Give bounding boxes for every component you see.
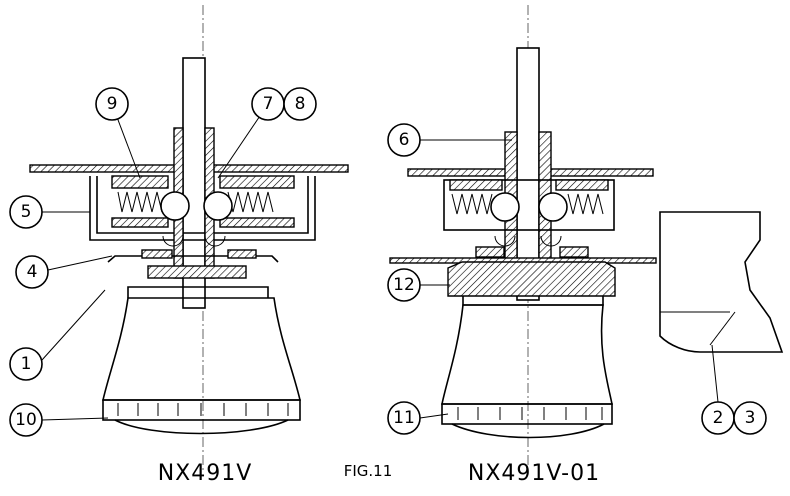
- left-spring-l: [117, 191, 163, 213]
- left-detent-l: [162, 235, 184, 247]
- right-model-caption: NX491V-01: [468, 461, 600, 486]
- right-retainer-r: [555, 179, 609, 191]
- callout-11: 11: [387, 401, 421, 435]
- side-detail-diag: [709, 311, 736, 346]
- callout-3: 3: [733, 401, 767, 435]
- svg-text:5: 5: [21, 202, 32, 222]
- left-knob-rim: [102, 399, 301, 421]
- svg-text:12: 12: [393, 275, 415, 295]
- right-detent-r: [540, 235, 562, 247]
- svg-text:6: 6: [399, 130, 410, 150]
- callout-4: 4: [15, 255, 49, 289]
- callout-10: 10: [9, 403, 43, 437]
- left-cup-housing: [89, 176, 316, 241]
- callout-6: 6: [387, 123, 421, 157]
- right-ring-a: [475, 246, 505, 258]
- left-ball-r: [203, 191, 233, 221]
- svg-text:2: 2: [713, 408, 724, 428]
- left-retainer-br: [219, 217, 295, 228]
- callout-12: 12: [387, 268, 421, 302]
- left-retainer-r: [219, 175, 295, 189]
- right-knob-rim: [441, 403, 613, 425]
- svg-text:8: 8: [295, 94, 306, 114]
- svg-text:1: 1: [21, 354, 32, 374]
- right-retainer-l: [449, 179, 503, 191]
- side-detail: [659, 211, 784, 353]
- left-retainer-l: [111, 175, 169, 189]
- callout-1: 1: [9, 347, 43, 381]
- right-spring-l: [451, 193, 493, 215]
- svg-text:10: 10: [15, 410, 37, 430]
- right-housing: [443, 179, 615, 231]
- right-ball-r: [538, 192, 568, 222]
- right-ring-b: [559, 246, 589, 258]
- right-assembly: [389, 5, 657, 470]
- left-ring-a: [141, 249, 173, 259]
- callout-8: 8: [283, 87, 317, 121]
- callout-5: 5: [9, 195, 43, 229]
- left-model-caption: NX491V: [158, 461, 253, 486]
- right-ball-l: [490, 192, 520, 222]
- left-ring-b: [227, 249, 257, 259]
- svg-text:11: 11: [393, 408, 415, 428]
- left-knob-body: [101, 297, 302, 401]
- right-knob-body: [441, 304, 613, 405]
- right-detent-l: [494, 235, 516, 247]
- right-spring-r: [567, 193, 604, 215]
- leader-lines: [41, 103, 719, 421]
- left-cup-inner: [96, 176, 309, 234]
- left-spring-r: [227, 191, 274, 213]
- right-knob-cap: [451, 423, 605, 439]
- callout-7: 7: [251, 87, 285, 121]
- left-detent-r: [204, 235, 226, 247]
- svg-text:4: 4: [27, 262, 38, 282]
- left-knob-ribs: [117, 403, 289, 416]
- right-nut: [447, 261, 616, 297]
- svg-text:3: 3: [745, 408, 756, 428]
- left-retainer-bl: [111, 217, 169, 228]
- figure-label: FIG.11: [344, 462, 393, 480]
- left-knob-cap: [114, 419, 289, 435]
- left-lower-plate: [107, 255, 279, 263]
- left-hub: [147, 265, 247, 279]
- right-knob-ribs: [457, 407, 603, 420]
- left-knob-top: [127, 286, 269, 298]
- callout-9: 9: [95, 87, 129, 121]
- callout-2: 2: [701, 401, 735, 435]
- svg-text:9: 9: [107, 94, 118, 114]
- side-detail-outline: [659, 211, 784, 353]
- svg-text:7: 7: [263, 94, 274, 114]
- left-assembly: [29, 5, 349, 470]
- left-ball-l: [160, 191, 190, 221]
